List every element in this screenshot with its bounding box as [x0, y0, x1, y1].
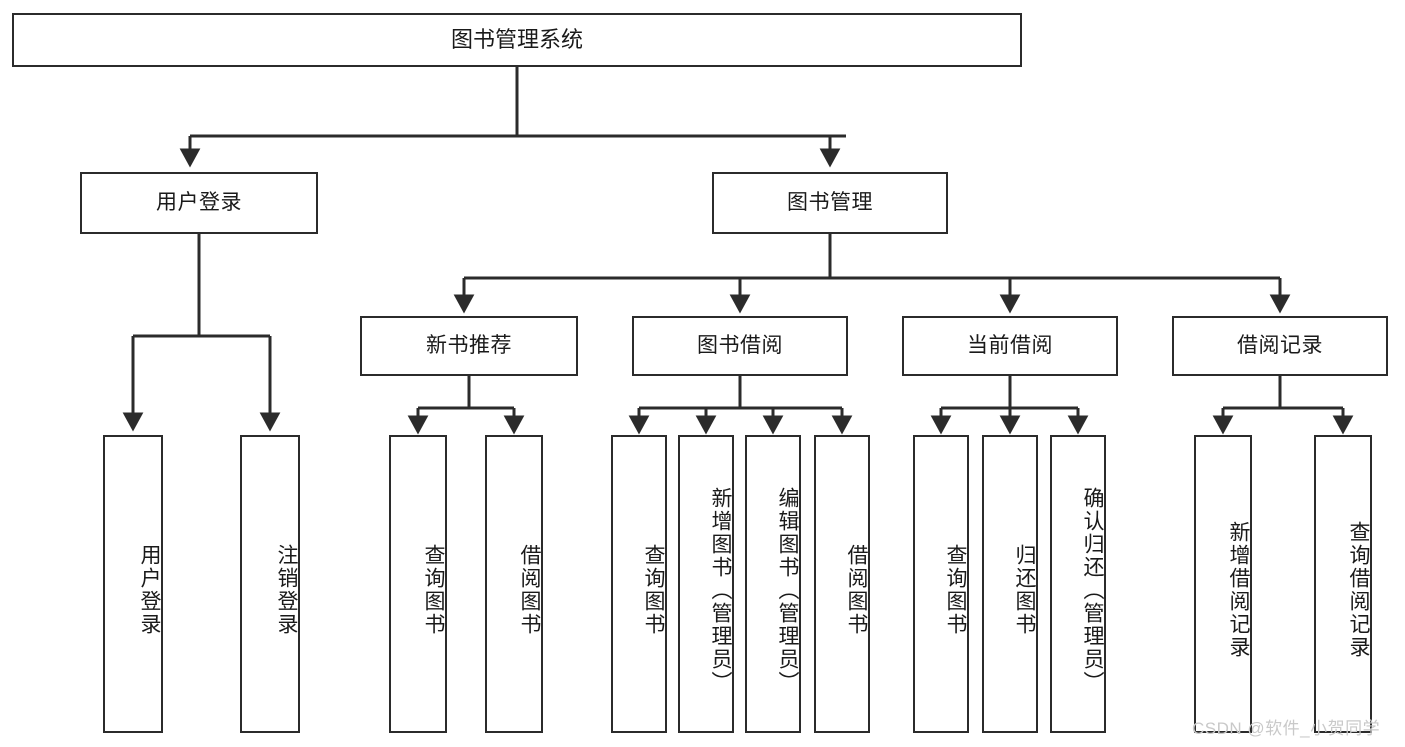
- leaf-user-login-label: 用户登录: [138, 544, 161, 636]
- node-borrow-record[interactable]: 借阅记录: [1172, 316, 1388, 376]
- leaf-edit-book[interactable]: 编辑图书（管理员）: [745, 435, 801, 733]
- node-new-book-recommend[interactable]: 新书推荐: [360, 316, 578, 376]
- leaf-query-record-label: 查询借阅记录: [1347, 521, 1370, 659]
- leaf-confirm-return[interactable]: 确认归还（管理员）: [1050, 435, 1106, 733]
- leaf-query-book-2-label: 查询图书: [642, 544, 665, 636]
- leaf-logout-login[interactable]: 注销登录: [240, 435, 300, 733]
- node-current-borrow[interactable]: 当前借阅: [902, 316, 1118, 376]
- node-book-borrow[interactable]: 图书借阅: [632, 316, 848, 376]
- leaf-confirm-return-label: 确认归还（管理员）: [1081, 486, 1104, 694]
- node-user-login[interactable]: 用户登录: [80, 172, 318, 234]
- watermark: CSDN @软件_小贺同学: [1192, 719, 1381, 738]
- leaf-add-record[interactable]: 新增借阅记录: [1194, 435, 1252, 733]
- node-current-borrow-label: 当前借阅: [967, 333, 1053, 357]
- node-book-borrow-label: 图书借阅: [697, 333, 783, 357]
- leaf-add-book[interactable]: 新增图书（管理员）: [678, 435, 734, 733]
- node-root[interactable]: 图书管理系统: [12, 13, 1022, 67]
- leaf-add-book-label: 新增图书（管理员）: [709, 486, 732, 694]
- leaf-borrow-book-1-label: 借阅图书: [518, 544, 541, 636]
- node-borrow-record-label: 借阅记录: [1237, 333, 1323, 357]
- leaf-query-book-2[interactable]: 查询图书: [611, 435, 667, 733]
- leaf-borrow-book-1[interactable]: 借阅图书: [485, 435, 543, 733]
- leaf-return-book-label: 归还图书: [1013, 544, 1036, 636]
- leaf-query-book-1[interactable]: 查询图书: [389, 435, 447, 733]
- leaf-add-record-label: 新增借阅记录: [1227, 521, 1250, 659]
- leaf-user-login[interactable]: 用户登录: [103, 435, 163, 733]
- leaf-return-book[interactable]: 归还图书: [982, 435, 1038, 733]
- leaf-query-book-3-label: 查询图书: [944, 544, 967, 636]
- leaf-query-record[interactable]: 查询借阅记录: [1314, 435, 1372, 733]
- node-new-book-recommend-label: 新书推荐: [426, 333, 512, 357]
- leaf-logout-login-label: 注销登录: [275, 544, 298, 636]
- node-user-login-label: 用户登录: [156, 190, 242, 214]
- leaf-query-book-1-label: 查询图书: [422, 544, 445, 636]
- leaf-edit-book-label: 编辑图书（管理员）: [776, 486, 799, 694]
- leaf-borrow-book-2[interactable]: 借阅图书: [814, 435, 870, 733]
- leaf-borrow-book-2-label: 借阅图书: [845, 544, 868, 636]
- node-root-label: 图书管理系统: [450, 27, 583, 53]
- node-book-manage-label: 图书管理: [787, 190, 873, 214]
- leaf-query-book-3[interactable]: 查询图书: [913, 435, 969, 733]
- node-book-manage[interactable]: 图书管理: [712, 172, 948, 234]
